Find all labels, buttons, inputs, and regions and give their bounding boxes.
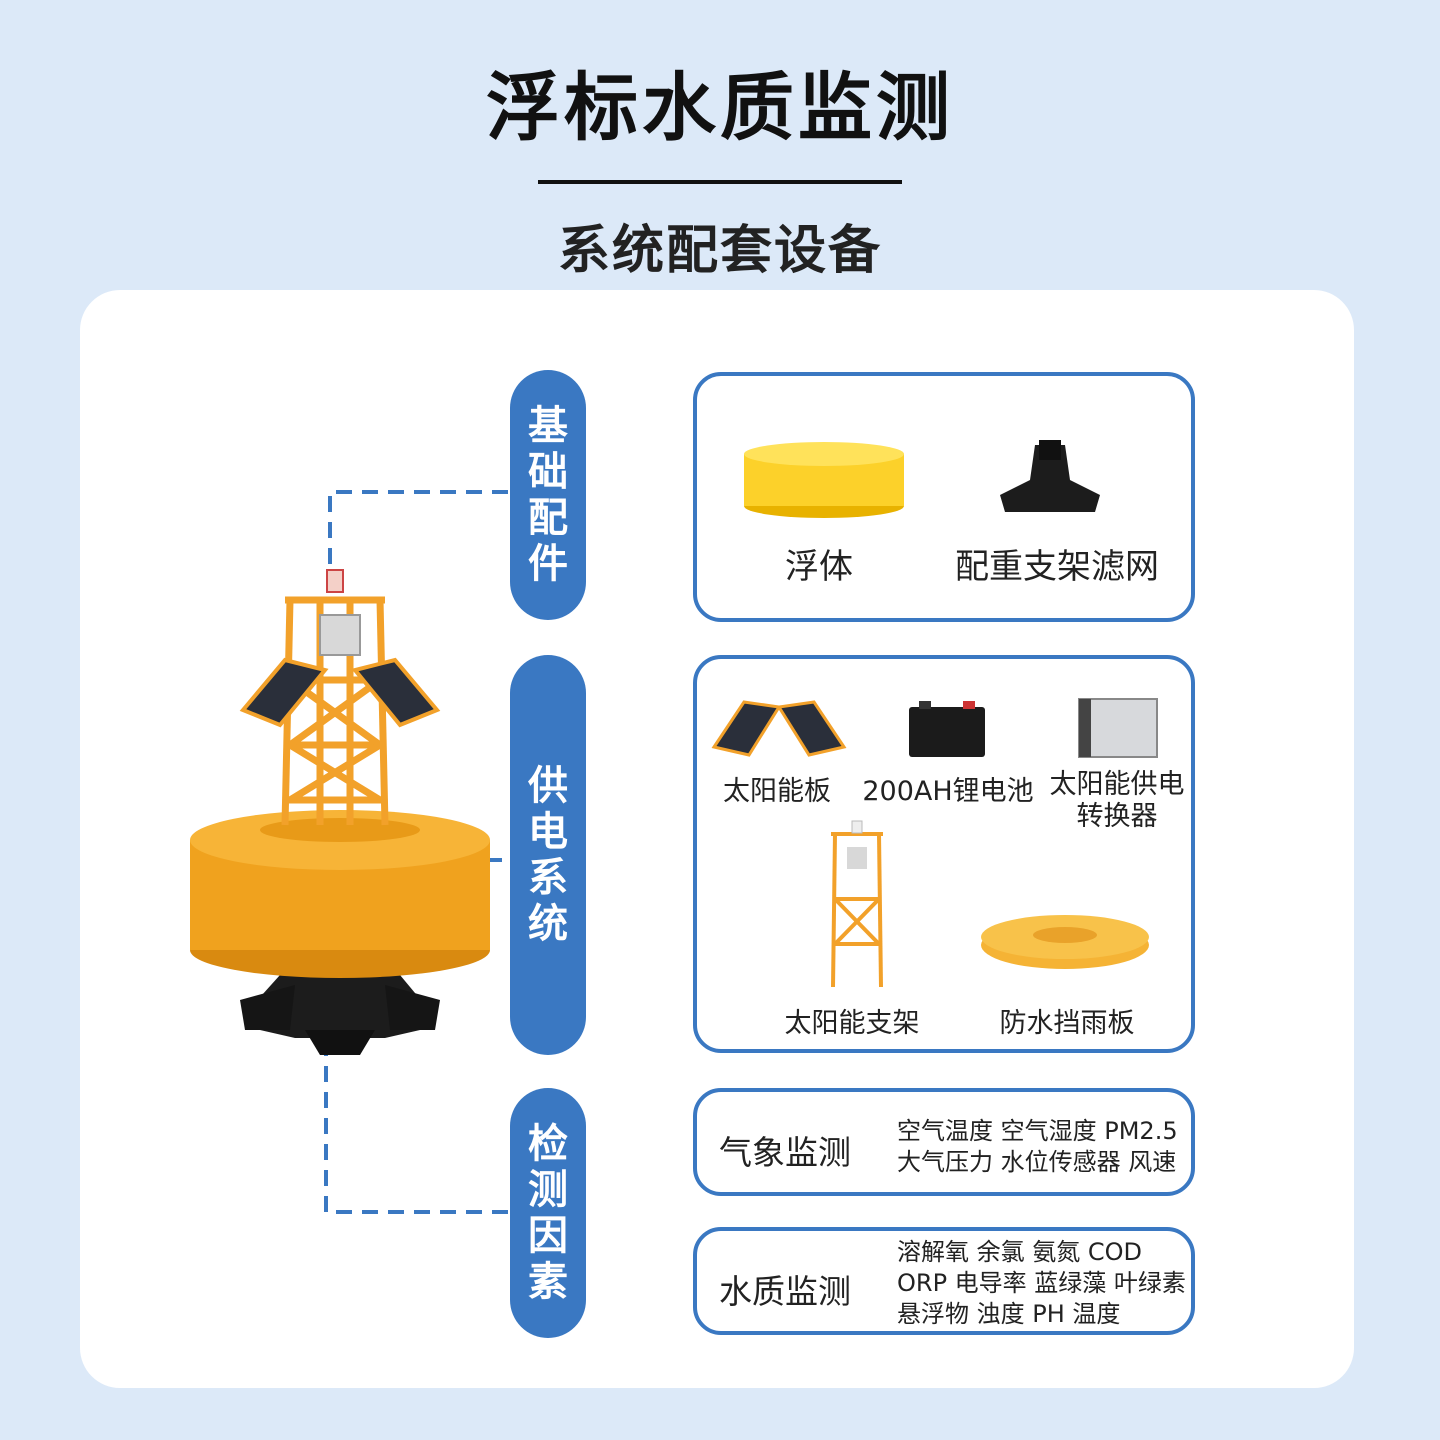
basic-parts-panel: 浮体 配重支架滤网 (693, 372, 1195, 622)
category-char: 因 (528, 1213, 568, 1259)
weather-factor-line: 大气压力 水位传感器 风速 (897, 1148, 1177, 1176)
category-basic-parts: 基 础 配 件 (510, 370, 586, 620)
item-label-battery: 200AH锂电池 (862, 776, 1034, 807)
category-char: 统 (528, 901, 568, 947)
category-char: 础 (528, 449, 568, 495)
water-factor-line: 悬浮物 浊度 PH 温度 (897, 1300, 1121, 1328)
solar-frame-icon (831, 820, 883, 988)
category-char: 测 (528, 1167, 568, 1213)
title-divider (538, 180, 902, 184)
counterweight-filter-icon (1000, 440, 1100, 512)
category-char: 基 (528, 403, 568, 449)
converter-icon (1078, 698, 1158, 758)
solar-panel-icon (711, 700, 847, 757)
water-quality-factors: 溶解氧 余氯 氨氮 COD ORP 电导率 蓝绿藻 叶绿素 悬浮物 浊度 PH … (897, 1237, 1186, 1330)
float-body-icon (744, 442, 904, 518)
item-label-rain-shield: 防水挡雨板 (999, 1008, 1135, 1039)
category-char: 件 (528, 541, 568, 587)
weather-factor-line: 空气温度 空气湿度 PM2.5 (897, 1117, 1178, 1145)
weather-monitoring-title: 气象监测 (719, 1133, 851, 1172)
category-detection-factors: 检 测 因 素 (510, 1088, 586, 1338)
category-power-system: 供 电 系 统 (510, 655, 586, 1055)
buoy-device-illustration (190, 569, 490, 1055)
water-factor-line: ORP 电导率 蓝绿藻 叶绿素 (897, 1269, 1186, 1297)
category-char: 检 (528, 1121, 568, 1167)
rain-shield-icon (981, 915, 1149, 969)
item-label-converter-line1: 太阳能供电 (1049, 769, 1185, 800)
item-label-float-body: 浮体 (785, 547, 853, 587)
item-label-solar-frame: 太阳能支架 (784, 1008, 920, 1039)
item-label-converter-line2: 转换器 (1076, 801, 1158, 832)
weather-factors: 空气温度 空气湿度 PM2.5 大气压力 水位传感器 风速 (897, 1116, 1178, 1178)
page-subtitle: 系统配套设备 (557, 221, 882, 281)
item-label-solar-panel: 太阳能板 (723, 776, 831, 807)
water-quality-panel: 水质监测 溶解氧 余氯 氨氮 COD ORP 电导率 蓝绿藻 叶绿素 悬浮物 浊… (693, 1227, 1195, 1335)
category-char: 供 (528, 763, 568, 809)
battery-icon (909, 701, 985, 757)
category-char: 配 (528, 495, 568, 541)
water-factor-line: 溶解氧 余氯 氨氮 COD (897, 1238, 1143, 1266)
category-char: 系 (528, 855, 568, 901)
category-char: 素 (528, 1259, 568, 1305)
item-label-counterweight-filter: 配重支架滤网 (955, 547, 1159, 587)
category-char: 电 (528, 809, 568, 855)
power-system-panel: 太阳能板 200AH锂电池 太阳能供电 转换器 太阳能支架 防水挡雨板 (693, 655, 1195, 1053)
page-title: 浮标水质监测 (486, 65, 954, 151)
weather-monitoring-panel: 气象监测 空气温度 空气湿度 PM2.5 大气压力 水位传感器 风速 (693, 1088, 1195, 1196)
water-quality-title: 水质监测 (719, 1272, 851, 1311)
